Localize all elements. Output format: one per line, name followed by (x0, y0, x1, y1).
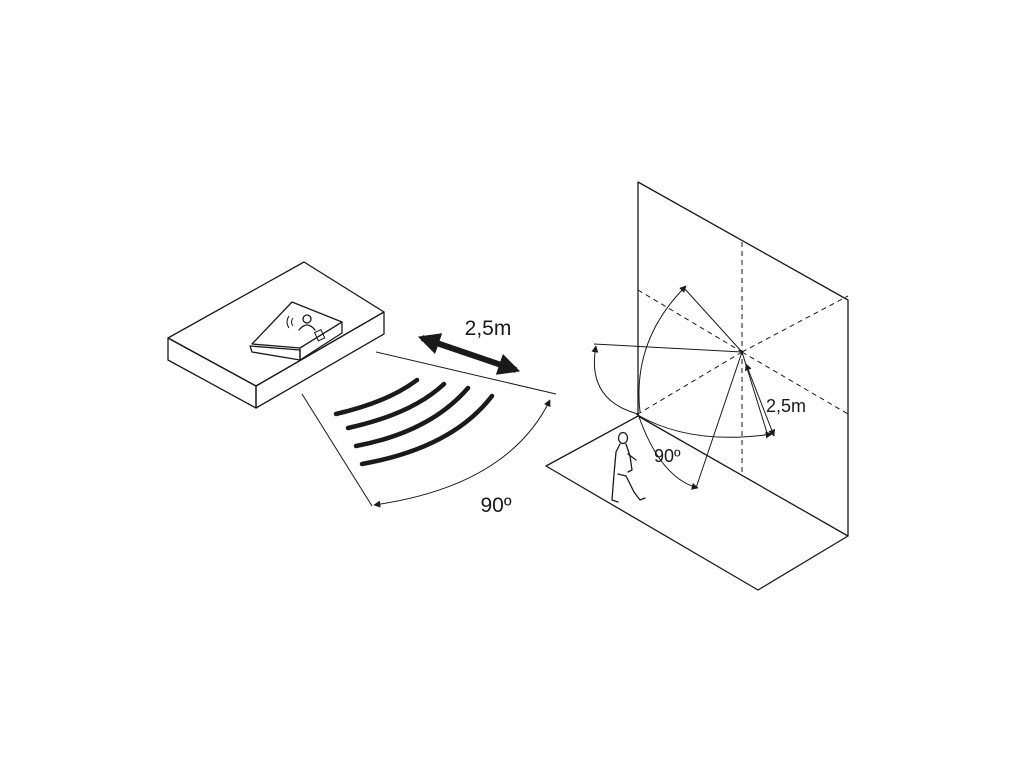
wall-and-floor (545, 181, 849, 591)
panel-front-face (167, 337, 257, 409)
detection-waves (333, 377, 495, 467)
angle-arc-left (373, 399, 551, 508)
motion-sensor-device (249, 301, 343, 361)
sensor-front (249, 345, 301, 361)
height-arrow (745, 363, 775, 437)
distance-arrow (417, 333, 521, 375)
construction-lines (637, 242, 849, 476)
coverage-arcs (591, 285, 773, 490)
angle-label-right: 90º (654, 446, 681, 466)
angle-label-left: 90º (480, 494, 511, 517)
sensor-side (299, 321, 343, 361)
wall-plane (637, 181, 849, 537)
detection-boundary-left (301, 393, 373, 507)
person-sensor-icon (286, 314, 316, 331)
distance-label: 2,5m (465, 317, 512, 340)
height-label: 2,5m (766, 396, 806, 416)
panel-side-face (255, 311, 385, 409)
floor-plane (545, 415, 849, 591)
ceiling-panel (167, 261, 385, 409)
sensor-button (313, 329, 326, 342)
panel-top-face (167, 261, 385, 387)
walking-person-icon (611, 431, 646, 503)
